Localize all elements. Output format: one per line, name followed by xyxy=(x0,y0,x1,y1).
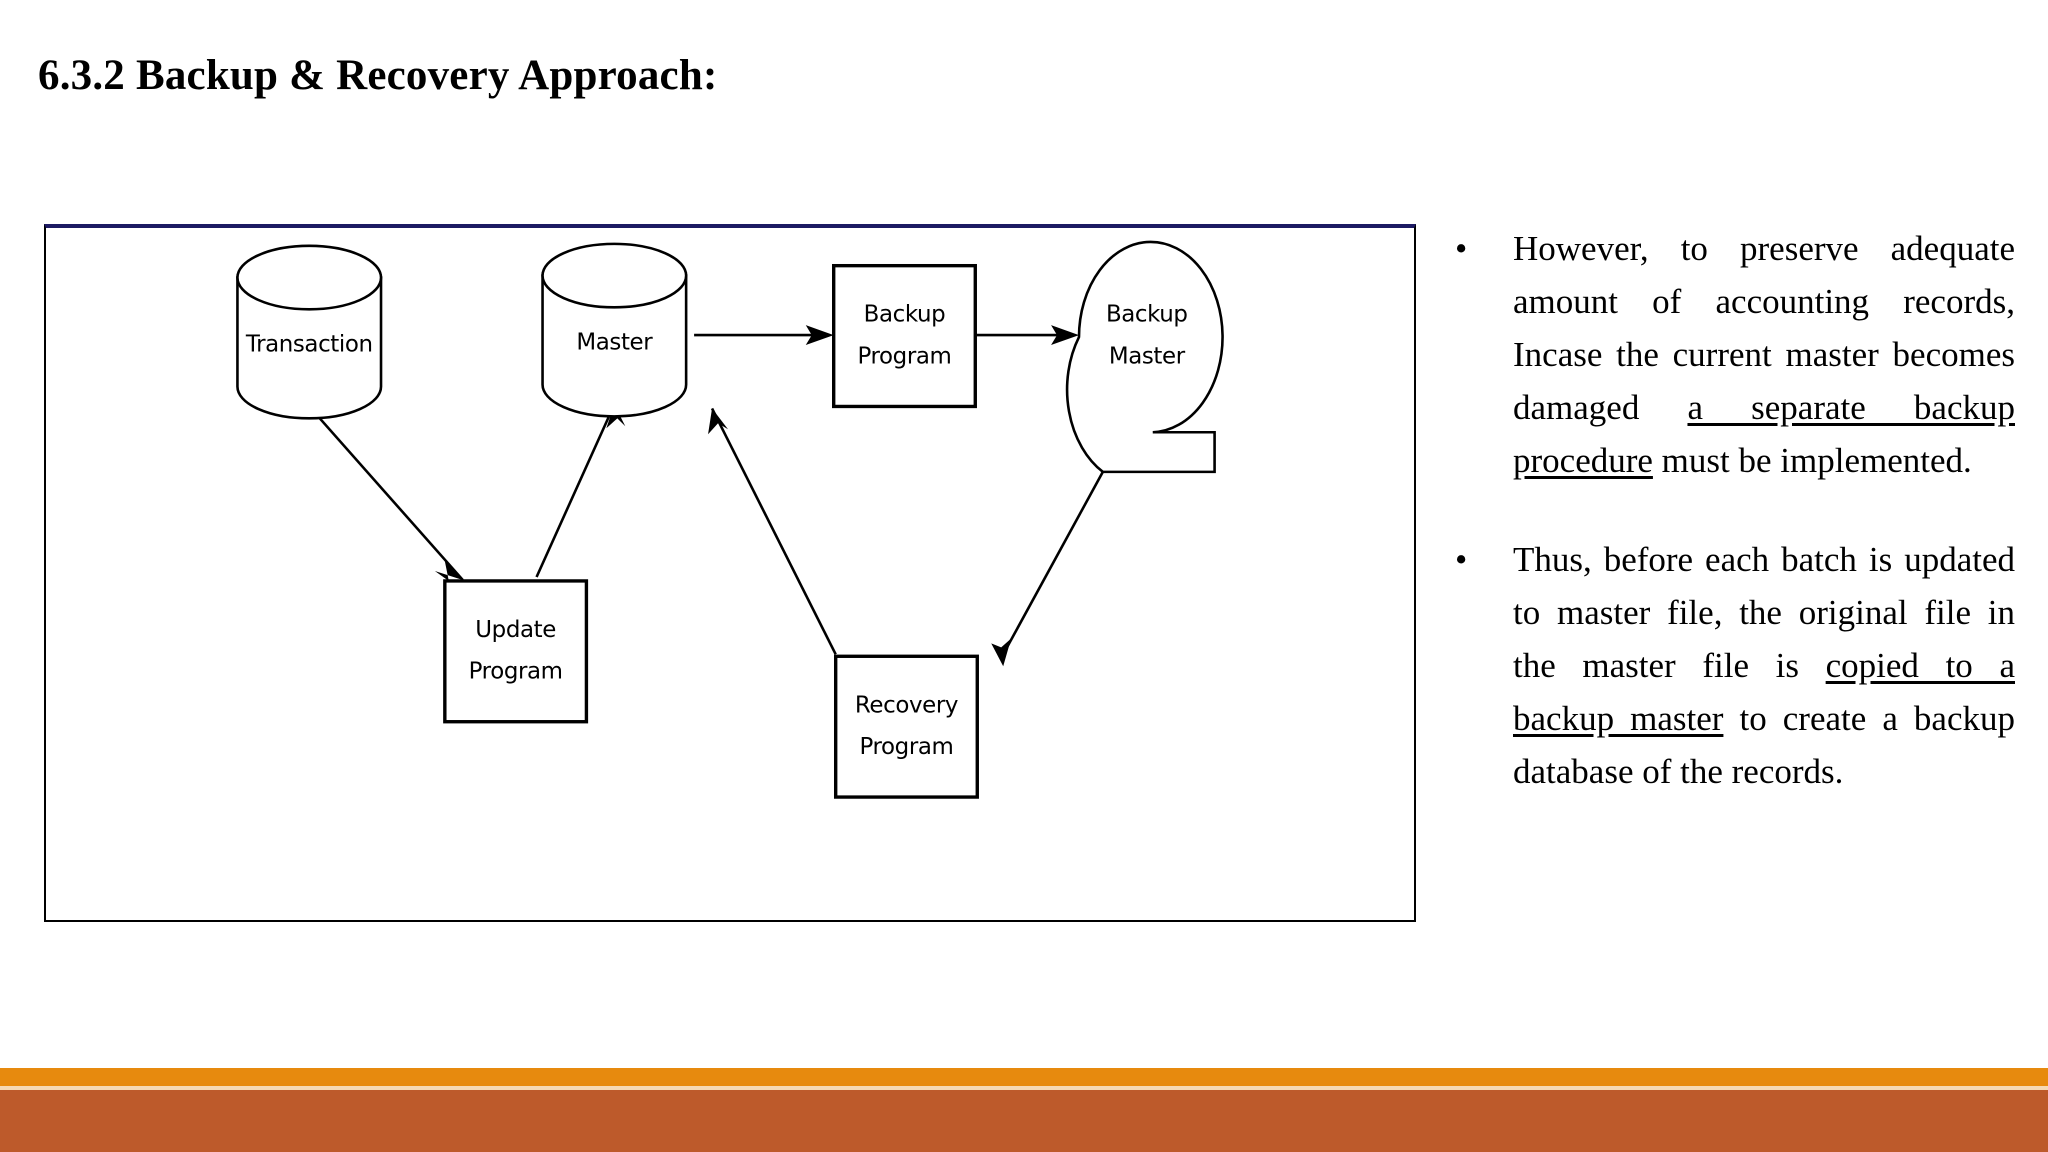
bullet-1-text-after: must be implemented. xyxy=(1652,441,1972,480)
master-label: Master xyxy=(576,330,653,356)
arrowhead-master-to-backup-program xyxy=(805,325,834,345)
bullet-1-text-before: However, to preserve adequate amount of … xyxy=(1513,229,2015,427)
node-backup-master[interactable]: Backup Master xyxy=(1065,240,1224,474)
bullet-item-1: • However, to preserve adequate amount o… xyxy=(1447,222,2015,487)
backup-master-label-line2: Master xyxy=(1109,343,1186,369)
recovery-program-label-line1: Recovery xyxy=(855,692,958,718)
backup-master-tape-shape xyxy=(1065,240,1224,474)
page-title: 6.3.2 Backup & Recovery Approach: xyxy=(38,52,718,99)
edge-transaction-to-update xyxy=(308,405,464,581)
node-transaction[interactable]: Transaction xyxy=(236,244,383,420)
edge-update-to-master xyxy=(535,403,616,578)
transaction-cylinder-top xyxy=(236,244,383,311)
bullet-2-text-before: Thus, before each batch is updated to ma… xyxy=(1513,540,2015,685)
recovery-program-box xyxy=(833,654,979,799)
update-program-label-line1: Update xyxy=(475,617,556,643)
footer-band-orange xyxy=(0,1068,2048,1086)
bullet-marker-icon: • xyxy=(1455,229,1468,268)
bullet-item-2: • Thus, before each batch is updated to … xyxy=(1447,533,2015,798)
arrowhead-backup-master-to-recovery xyxy=(991,638,1012,667)
update-program-box xyxy=(443,579,589,724)
node-backup-program[interactable]: Backup Program xyxy=(832,263,977,409)
footer-band-terracotta xyxy=(0,1090,2048,1152)
master-cylinder-top xyxy=(541,242,688,309)
backup-program-label-line1: Backup xyxy=(864,302,946,328)
edge-recovery-to-master xyxy=(710,407,837,655)
bullet-list: • However, to preserve adequate amount o… xyxy=(1447,222,2015,798)
flow-connectors xyxy=(308,325,1130,667)
bullet-text-2: Thus, before each batch is updated to ma… xyxy=(1513,540,2015,791)
backup-program-label-line2: Program xyxy=(858,343,952,369)
bullet-2-underlined: copied to a backup master xyxy=(1513,646,2015,738)
arrowhead-backup-program-to-backup-master xyxy=(1051,325,1079,345)
node-recovery-program[interactable]: Recovery Program xyxy=(833,654,979,799)
bullet-2-text-after: to create a backup database of the recor… xyxy=(1513,699,2015,791)
backup-program-box xyxy=(832,263,977,409)
bullet-text-1: However, to preserve adequate amount of … xyxy=(1513,229,2015,480)
update-program-label-line2: Program xyxy=(469,659,563,685)
bullet-1-underlined: a separate backup procedure xyxy=(1513,388,2015,480)
transaction-cylinder-body xyxy=(236,276,383,420)
transaction-label: Transaction xyxy=(245,332,373,358)
master-cylinder-body xyxy=(541,274,688,418)
arrowhead-recovery-to-master xyxy=(708,408,729,435)
footer-band-divider xyxy=(0,1086,2048,1090)
diagram-frame: Transaction Master Backup Program Backup… xyxy=(44,224,1416,922)
backup-master-label-line1: Backup xyxy=(1106,302,1188,328)
bullet-marker-icon: • xyxy=(1455,540,1468,579)
arrowhead-transaction-to-update xyxy=(434,561,463,581)
node-master[interactable]: Master xyxy=(541,242,688,418)
backup-recovery-flowchart: Transaction Master Backup Program Backup… xyxy=(236,240,1224,799)
recovery-program-label-line2: Program xyxy=(860,734,954,760)
node-update-program[interactable]: Update Program xyxy=(443,579,589,724)
